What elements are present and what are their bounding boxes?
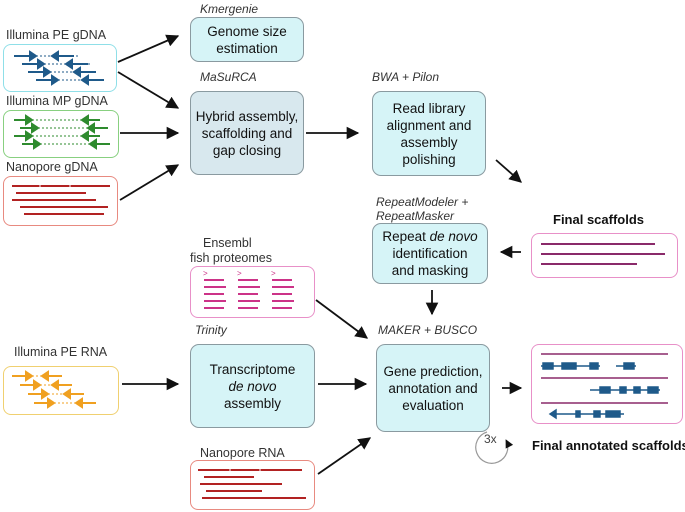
step-hybrid-line3: gap closing: [212, 142, 282, 158]
arrow-pe-to-kmergenie: [117, 34, 180, 63]
label-illumina-pe-gdna: Illumina PE gDNA: [6, 28, 107, 42]
label-illumina-pe-rna: Illumina PE RNA: [14, 345, 108, 359]
arrow-rna-to-maker: [317, 437, 372, 475]
step-transcriptome-line1: Transcriptome: [209, 361, 296, 377]
step-gene-line3: evaluation: [402, 397, 464, 413]
nanopore-rna-reads: [198, 469, 306, 499]
tool-bwa-pilon: BWA + Pilon: [372, 70, 440, 84]
label-final-scaffolds: Final scaffolds: [553, 212, 645, 227]
illumina-mp-gdna-box: [3, 110, 119, 158]
label-ensembl: Ensembl: [203, 236, 252, 250]
step-repeat-pre: Repeat: [382, 229, 430, 244]
step-repeat-line3: and masking: [391, 263, 469, 278]
label-nanopore-rna: Nanopore RNA: [200, 446, 285, 460]
tool-trinity: Trinity: [195, 323, 227, 337]
step-gene-line2: annotation and: [388, 380, 478, 396]
step-gene-line1: Gene prediction,: [383, 363, 483, 379]
step-read-line3: assembly: [400, 134, 458, 150]
tool-masurca: MaSuRCA: [200, 70, 257, 84]
nanopore-ticks: [39, 185, 261, 471]
illumina-pe-gdna-box: [3, 44, 117, 92]
proteome-box: [190, 266, 315, 318]
annotated-scaffold-lines: [541, 353, 668, 404]
svg-text:>: >: [203, 269, 208, 278]
label-nanopore-gdna: Nanopore gDNA: [6, 160, 98, 174]
label-illumina-mp-gdna: Illumina MP gDNA: [6, 94, 108, 108]
arrow-proteome-to-maker: [315, 299, 369, 339]
step-read-line1: Read library: [392, 100, 466, 116]
mp-gdna-reads: [14, 114, 110, 150]
label-final-annotated-scaffolds: Final annotated scaffolds: [532, 438, 685, 453]
tool-repeatmasker: RepeatMasker: [376, 209, 455, 223]
tool-maker-busco: MAKER + BUSCO: [378, 323, 478, 337]
iteration-loop-arrow: [475, 431, 514, 464]
step-read-line2: alignment and: [386, 117, 472, 133]
step-repeat-masking: Repeat de novo identification and masking: [372, 223, 488, 284]
step-repeat-line2: identification: [392, 246, 468, 261]
final-scaffolds-box: [531, 233, 678, 278]
tool-kmergenie: Kmergenie: [200, 2, 259, 16]
pe-gdna-reads: [14, 50, 104, 86]
step-genome-size-line1: Genome size: [207, 23, 287, 39]
nanopore-gdna-reads: [12, 185, 110, 215]
step-transcriptome-line3: assembly: [223, 395, 282, 411]
step-genome-size-line2: estimation: [216, 40, 278, 56]
step-hybrid-line2: scaffolding and: [201, 125, 293, 141]
step-repeat-italic: de novo: [429, 229, 478, 244]
arrow-polish-to-scaffolds: [495, 159, 522, 183]
gene-models: [541, 362, 660, 420]
proteome-lines: [204, 279, 294, 309]
proteome-markers: > > >: [203, 269, 276, 278]
step-read-line4: polishing: [402, 151, 456, 167]
iteration-label: 3x: [484, 432, 497, 446]
illumina-pe-rna-box: [3, 366, 119, 415]
svg-text:>: >: [271, 269, 276, 278]
arrow-nanopore-to-masurca: [119, 164, 180, 201]
final-scaffold-lines: [541, 243, 665, 265]
step-transcriptome-italic: de novo: [228, 378, 277, 394]
svg-text:>: >: [237, 269, 242, 278]
tool-repeatmodeler: RepeatModeler +: [376, 195, 469, 209]
step-hybrid-line1: Hybrid assembly,: [195, 108, 299, 124]
pe-rna-reads: [12, 370, 96, 409]
arrow-pe-to-masurca: [117, 71, 180, 109]
label-fish-proteomes: fish proteomes: [190, 251, 272, 265]
